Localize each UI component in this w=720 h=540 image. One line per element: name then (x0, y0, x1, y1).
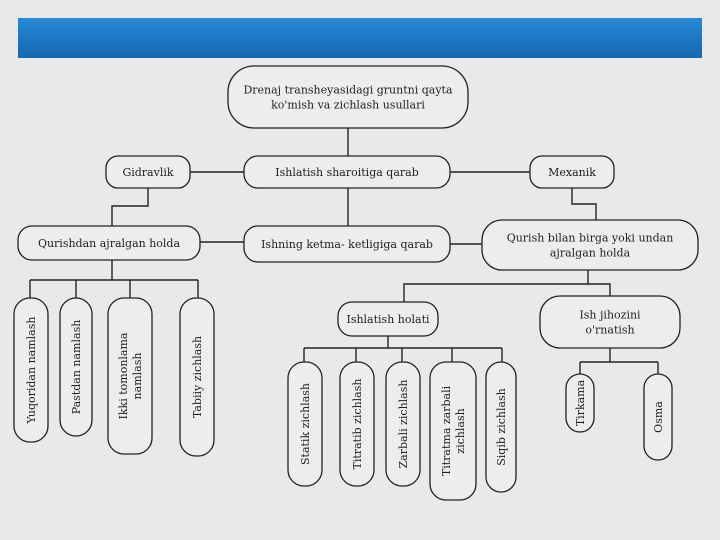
method-vibro-impact-compaction-box (429, 361, 477, 501)
combined-node-box (481, 219, 699, 271)
method-squeeze-compaction-label: Siqib zichlash (495, 388, 508, 466)
method-bottom-watering-label: Pastdan namlash (70, 320, 83, 415)
method-vibro-impact-compaction-label: Titratma zarbali (440, 385, 453, 476)
method-two-sided-watering-label: Ikki tomonlama (117, 332, 130, 419)
method-bottom-watering-box (59, 297, 93, 437)
separately-node-label: Qurishdan ajralgan holda (38, 237, 181, 250)
conditions-node-label: Ishlatish sharoitiga qarab (275, 166, 419, 179)
method-bottom-watering: Pastdan namlash (59, 297, 93, 437)
edge-mechanical-combined (571, 188, 597, 220)
root-node-box (227, 65, 469, 129)
hydraulic-node: Gidravlik (105, 155, 191, 189)
sequence-node: Ishning ketma- ketligiga qarab (243, 225, 451, 263)
hydraulic-node-box (105, 155, 191, 189)
root-node: Drenaj transheyasidagi gruntni qayta ko'm… (227, 65, 469, 129)
method-mounted-box (643, 373, 673, 461)
method-top-watering-label: Yuqoridan namlash (25, 317, 38, 425)
slide-title-bar (18, 18, 702, 58)
root-node-label: ko'mish va zichlash usullari (271, 99, 425, 112)
method-natural-compaction-label: Tabiiy zichlash (191, 336, 204, 418)
mechanical-node-label: Mexanik (548, 166, 596, 179)
edge-hydraulic-separately (111, 188, 149, 226)
method-impact-compaction-label: Zarbali zichlash (397, 380, 410, 469)
sequence-node-box (243, 225, 451, 263)
equipment-node-box (539, 295, 681, 349)
working-state-node-box (337, 301, 439, 337)
edge-combined-working-state (403, 270, 589, 302)
separately-node-box (17, 225, 201, 261)
sequence-node-label: Ishning ketma- ketligiga qarab (261, 238, 433, 251)
edge-combined-equipment (588, 283, 611, 296)
method-vibration-compaction-box (339, 361, 375, 487)
method-impact-compaction: Zarbali zichlash (385, 361, 421, 487)
equipment-node: Ish jihozini o'rnatish (539, 295, 681, 349)
root-node-label: Drenaj transheyasidagi gruntni qayta (243, 84, 453, 97)
equipment-node-label: o'rnatish (585, 324, 634, 337)
method-vibration-compaction: Titratib zichlash (339, 361, 375, 487)
method-two-sided-watering-label: namlash (131, 353, 144, 400)
conditions-node: Ishlatish sharoitiga qarab (243, 155, 451, 189)
method-natural-compaction: Tabiiy zichlash (179, 297, 215, 457)
method-top-watering: Yuqoridan namlash (13, 297, 49, 443)
equipment-node-label: Ish jihozini (579, 309, 641, 322)
method-mounted-label: Osma (652, 401, 665, 433)
method-static-compaction: Statik zichlash (287, 361, 323, 487)
method-two-sided-watering-box (107, 297, 153, 455)
working-state-node: Ishlatish holati (337, 301, 439, 337)
method-vibro-impact-compaction-label: zichlash (454, 408, 467, 453)
method-trailed-box (565, 373, 595, 433)
working-state-node-label: Ishlatish holati (346, 313, 430, 326)
combined-node-label: ajralgan holda (550, 247, 631, 260)
method-static-compaction-box (287, 361, 323, 487)
method-trailed: Tirkama (565, 373, 595, 433)
method-squeeze-compaction-box (485, 361, 517, 493)
separately-node: Qurishdan ajralgan holda (17, 225, 201, 261)
method-squeeze-compaction: Siqib zichlash (485, 361, 517, 493)
method-natural-compaction-box (179, 297, 215, 457)
method-impact-compaction-box (385, 361, 421, 487)
method-static-compaction-label: Statik zichlash (299, 383, 312, 465)
conditions-node-box (243, 155, 451, 189)
method-vibration-compaction-label: Titratib zichlash (351, 379, 364, 470)
method-top-watering-box (13, 297, 49, 443)
combined-node-label: Qurish bilan birga yoki undan (507, 232, 674, 245)
hydraulic-node-label: Gidravlik (122, 166, 173, 179)
mechanical-node: Mexanik (529, 155, 615, 189)
mechanical-node-box (529, 155, 615, 189)
method-trailed-label: Tirkama (574, 379, 587, 426)
method-mounted: Osma (643, 373, 673, 461)
combined-node: Qurish bilan birga yoki undan ajralgan ho… (481, 219, 699, 271)
